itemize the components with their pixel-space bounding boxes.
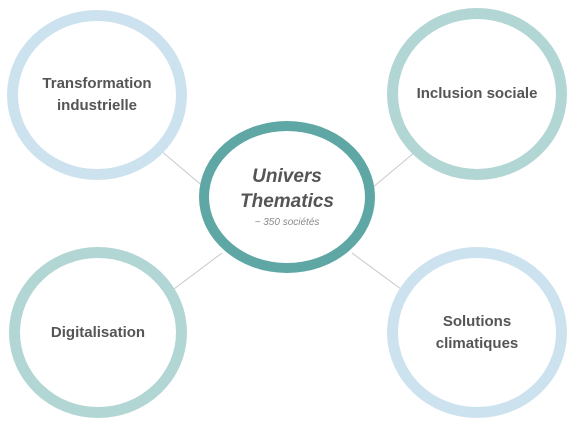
node-label: Inclusion sociale bbox=[416, 85, 538, 102]
connector-bottom-left bbox=[169, 252, 223, 293]
node-label: Digitalisation bbox=[50, 323, 146, 341]
connector-top-right bbox=[371, 151, 416, 189]
node-label: Transformation industrielle bbox=[42, 75, 152, 114]
center-title: Univers Thematics bbox=[240, 166, 334, 212]
connector-bottom-right bbox=[351, 252, 406, 293]
node-inclusion-sociale: Inclusion sociale bbox=[387, 8, 567, 180]
node-solutions-climatiques: Solutions climatiques bbox=[387, 247, 567, 418]
center-subtitle: ~ 350 sociétés bbox=[254, 217, 320, 228]
node-digitalisation: Digitalisation bbox=[9, 247, 187, 418]
node-label: Solutions climatiques bbox=[435, 312, 519, 352]
center-node-univers-thematics: Univers Thematics ~ 350 sociétés bbox=[199, 121, 375, 273]
node-transformation-industrielle: Transformation industrielle bbox=[7, 10, 187, 180]
connector-top-left bbox=[159, 149, 206, 189]
